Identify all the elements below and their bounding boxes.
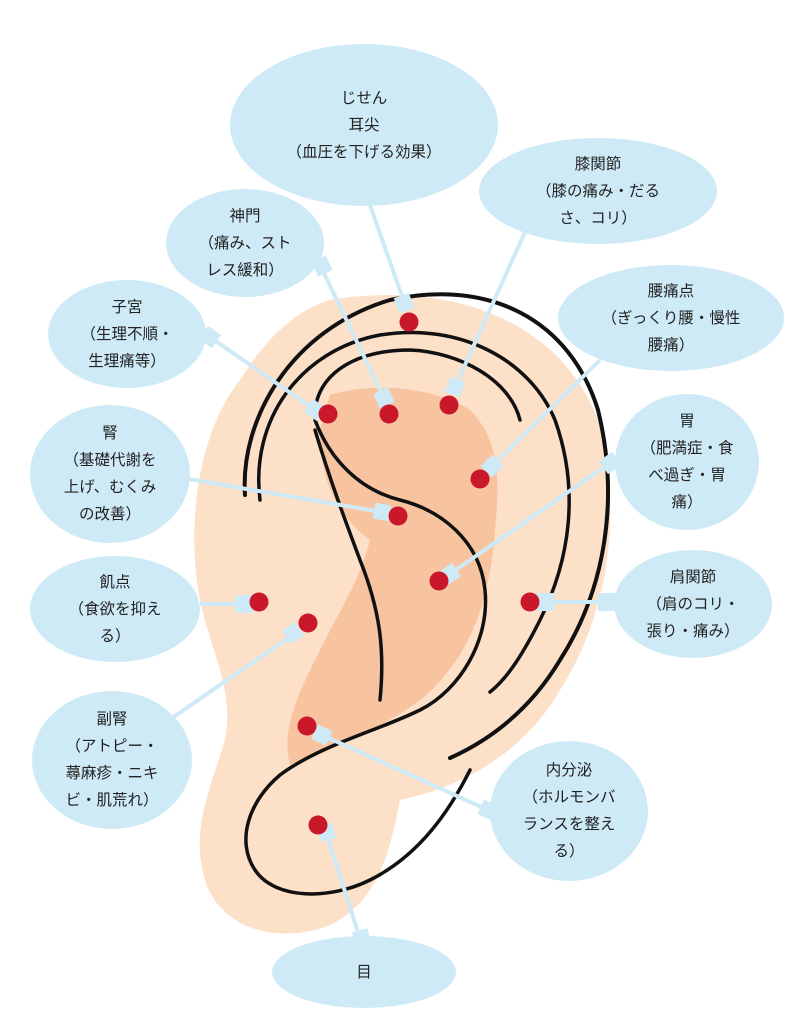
label-line: 腰痛点 (647, 281, 695, 300)
label-line: 蕁麻疹・ニキ (65, 764, 159, 782)
bubble-shinmon: 神門 （痛み、ストレス緩和） (166, 189, 324, 297)
label-line: ビ・肌荒れ） (65, 791, 159, 809)
point-jin (388, 506, 408, 526)
label-line: （基礎代謝を (63, 451, 157, 469)
label-line: （アトピー・ (65, 737, 159, 755)
label-line: 耳尖 (348, 115, 380, 134)
ear-inner-fill (287, 387, 498, 765)
label-line: （生理不順・ (80, 324, 174, 343)
bubble-naibunpi: 内分泌 （ホルモンバランスを整える） (490, 741, 648, 881)
label-line: 腰痛） (647, 335, 695, 354)
label-line: 上げ、むくみ (63, 478, 157, 496)
label-line: る） (553, 842, 585, 860)
label-line: ランスを整え (522, 815, 616, 833)
point-katakansetsu (520, 592, 540, 612)
bubble-shikyu: 子宮 （生理不順・生理痛等） (48, 280, 206, 388)
antihelix-outline (257, 330, 571, 694)
crus-outline (278, 418, 488, 777)
label-line: 飢点 (99, 572, 131, 591)
label-line: 胃 (679, 412, 695, 430)
label-line: （痛み、スト (198, 233, 292, 252)
label-line: 痛） (671, 493, 703, 511)
label-line: 神門 (229, 206, 261, 225)
bubble-jin: 腎 （基礎代謝を上げ、むくみの改善） (30, 405, 190, 543)
acupoints (249, 312, 540, 835)
label-line: （ホルモンバ (522, 788, 616, 806)
helix-outline (242, 292, 610, 760)
connector-shitsukansetsu (453, 231, 527, 388)
bubble-shitsukansetsu: 膝関節 （膝の痛み・だるさ、コリ） (479, 138, 717, 244)
point-jisen (399, 312, 419, 332)
label-line: レス緩和） (206, 260, 284, 279)
label-line: べ過ぎ・胃 (648, 466, 726, 484)
label-line: （食欲を抑え (68, 599, 162, 618)
label-line: 膝関節 (574, 154, 622, 173)
label-line: 肩関節 (669, 567, 717, 586)
connector-naibunpi (321, 733, 489, 812)
scapha-outline (313, 348, 522, 422)
crus-outline-2 (313, 428, 384, 702)
label-line: （ぎっくり腰・慢性 (601, 308, 741, 327)
bubble-me: 目 (272, 936, 456, 1008)
connector-jin (181, 476, 383, 514)
label-line: 腎 (102, 424, 118, 442)
connectors (170, 204, 622, 950)
label-line: さ、コリ） (559, 208, 637, 227)
point-shinmon (379, 404, 399, 424)
connector-i (448, 461, 612, 576)
point-me (308, 815, 328, 835)
label-line: の改善） (78, 505, 141, 523)
connector-youtsuuten (490, 358, 602, 468)
label-line: る） (99, 626, 131, 645)
connector-me (324, 831, 364, 946)
bubble-katakansetsu: 肩関節 （肩のコリ・張り・痛み） (614, 550, 772, 658)
point-shitsukansetsu (439, 395, 459, 415)
label-line: （血圧を下げる効果） (286, 142, 442, 161)
bubble-youtsuuten: 腰痛点 （ぎっくり腰・慢性腰痛） (558, 265, 784, 371)
bubble-fukujin: 副腎 （アトピー・蕁麻疹・ニキビ・肌荒れ） (32, 691, 192, 829)
label-line: 子宮 (111, 297, 143, 316)
connector-jisen (368, 204, 406, 303)
label-line: （肥満症・食 (640, 439, 734, 457)
label-line: 目 (356, 962, 372, 981)
label-line: 内分泌 (545, 761, 593, 779)
label-line: （肩のコリ・ (646, 594, 740, 613)
label-line: 副腎 (96, 710, 128, 728)
lobe-outline (244, 768, 472, 896)
connector-fukujin (170, 628, 302, 720)
bubble-i: 胃 （肥満症・食べ過ぎ・胃痛） (615, 394, 759, 530)
bubble-jisen: じせん耳尖 （血圧を下げる効果） (230, 44, 498, 206)
point-fukujin (298, 613, 318, 633)
connector-shikyu (208, 335, 317, 412)
point-shikyu (318, 404, 338, 424)
bubble-kiten: 飢点 （食欲を抑える） (30, 556, 200, 662)
label-line: 張り・痛み） (646, 621, 740, 640)
point-youtsuuten (470, 469, 490, 489)
label-line: じせん (340, 88, 388, 107)
point-kiten (249, 592, 269, 612)
point-naibunpi (297, 716, 317, 736)
label-line: （膝の痛み・だる (535, 181, 660, 200)
point-i (429, 571, 449, 591)
label-line: 生理痛等） (88, 351, 166, 370)
connector-shinmon (318, 264, 386, 399)
